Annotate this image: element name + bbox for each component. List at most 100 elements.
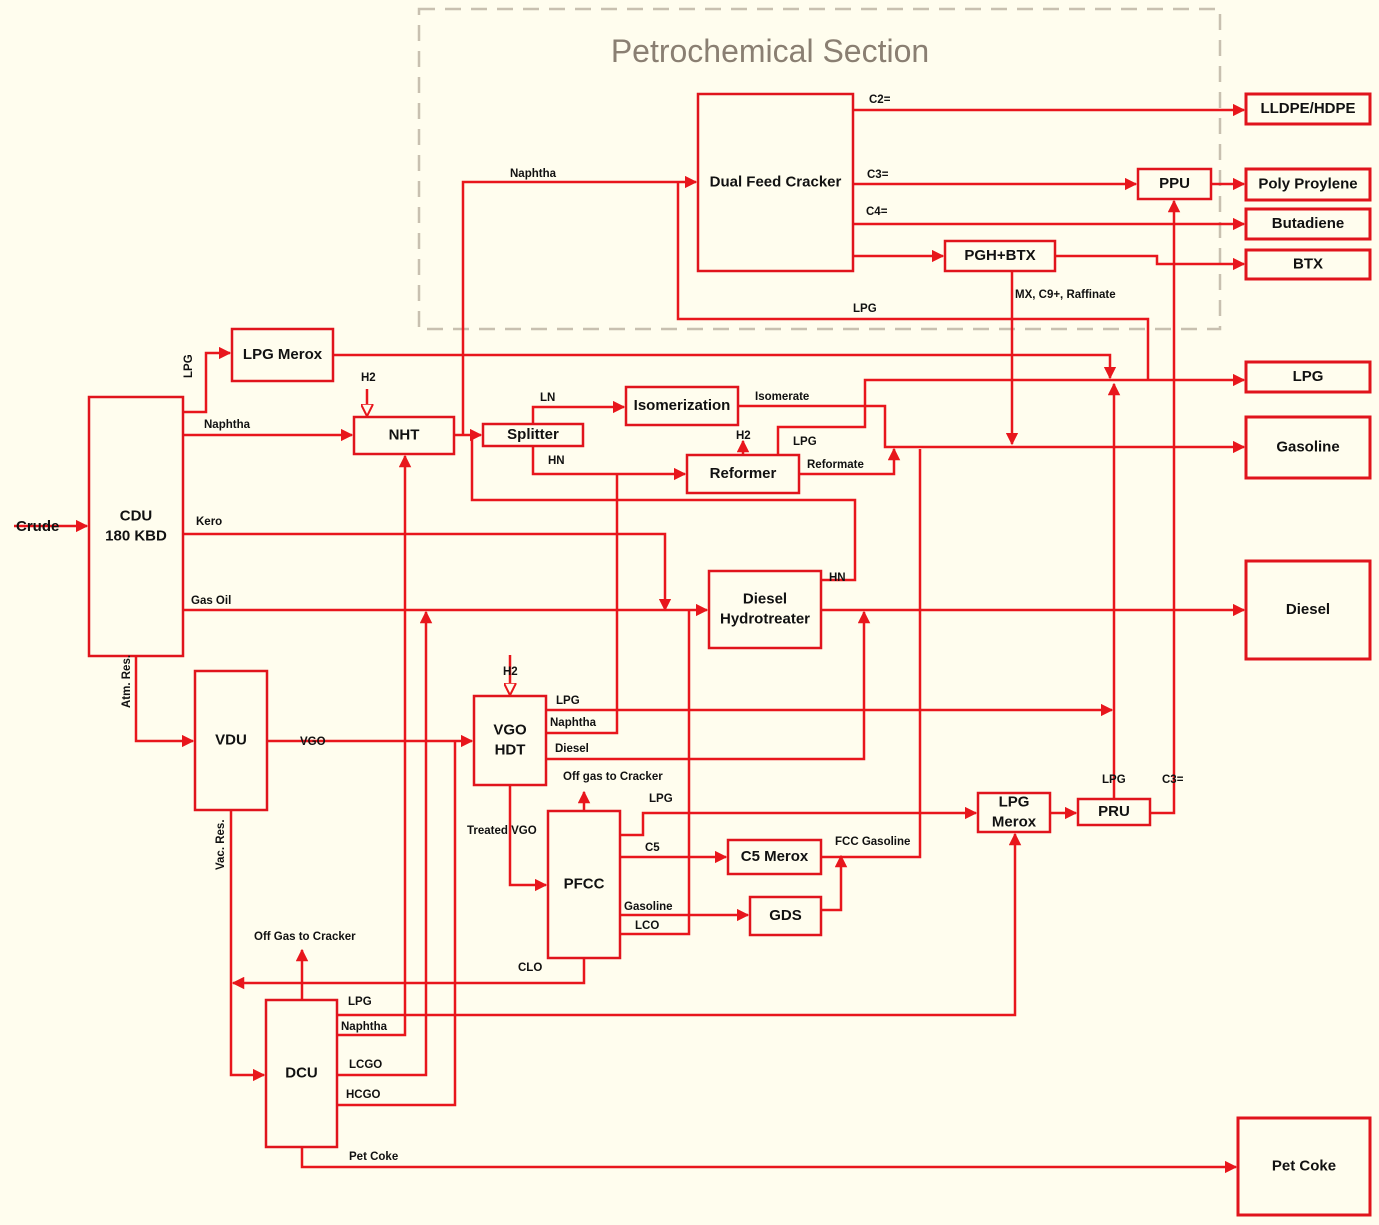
stream-label-cdu-naphtha: Naphtha [204,419,251,431]
dcu-box: DCU [264,998,339,1149]
product-pet-coke-box: Pet Coke [1236,1116,1372,1217]
flow-line [531,400,626,424]
c5-merox-label: C5 Merox [741,848,809,865]
gds-label: GDS [769,907,802,924]
pfcc-box: PFCC [546,809,622,960]
stream-label-cracker-c2: C2= [869,94,891,106]
c5-merox-rect [726,838,823,876]
stream-label-dcu-lpg: LPG [348,996,372,1008]
ppu-label: PPU [1159,175,1190,192]
c5-merox-box: C5 Merox [726,838,823,876]
product-butadiene-rect [1244,207,1372,241]
flow-line [461,175,698,435]
splitter-box: Splitter [481,422,585,448]
lpg-merox-2-rect [976,791,1052,834]
flow-line [337,832,1022,1017]
petrochemical-section-border [417,7,1222,331]
stream-label-reformer-lpg: LPG [793,436,817,448]
vgo-hdt-label: VGO [493,721,527,738]
stream-label-treated-vgo: Treated VGO [467,825,537,837]
dual-feed-cracker-rect [696,92,855,273]
stream-label-pgh-mx: MX, C9+, Raffinate [1015,289,1116,301]
stream-label-splitter-ln: LN [540,392,555,404]
product-lldpe-hdpe-rect [1244,92,1372,126]
flow-line [546,610,871,761]
flow-line [231,958,586,990]
petrochemical-section-title: Petrochemical Section [611,33,929,69]
stream-label-dcu-offgas: Off Gas to Cracker [254,931,356,943]
nht-box: NHT [352,415,456,456]
ppu-rect [1136,167,1213,201]
dual-feed-cracker-box: Dual Feed Cracker [696,92,855,273]
gds-rect [748,895,823,937]
cdu-label: 180 KBD [105,527,167,544]
product-lpg-rect [1244,360,1372,394]
lpg-merox-1-box: LPG Merox [230,327,335,383]
stream-label-cracker-c4: C4= [866,206,888,218]
lpg-merox-2-box: LPG Merox [976,791,1052,834]
splitter-rect [481,422,585,448]
stream-label-cdu-kero: Kero [196,516,222,528]
vdu-label: VDU [215,731,247,748]
product-gasoline-box: Gasoline [1244,415,1372,480]
product-butadiene-label: Butadiene [1272,215,1345,232]
diesel-ht-rect [707,569,823,650]
lpg-merox-2-label: LPG [999,793,1030,810]
flow-line [183,346,232,414]
lpg-merox-2-label: Merox [992,813,1037,830]
pgh-btx-rect [943,239,1057,273]
stream-label-cdu-lpg: LPG [183,354,195,378]
flow-line [821,854,848,912]
pfcc-rect [546,809,622,960]
stream-label-atm-res: Atm. Res. [121,655,133,708]
flow-line [738,404,1246,454]
flow-line [821,449,922,859]
stream-label-vgo-diesel: Diesel [555,743,589,755]
vdu-rect [193,669,269,812]
stream-label-vgo-lpg: LPG [556,695,580,707]
product-lpg-label: LPG [1293,368,1324,385]
stream-label-dcu-hcgo: HCGO [346,1089,381,1101]
stream-label-dht-hn: HN [829,572,846,584]
flow-line [1150,199,1181,815]
reformer-label: Reformer [710,465,777,482]
flow-line [799,447,901,476]
stream-label-vac-res: Vac. Res. [215,819,227,870]
product-btx-label: BTX [1293,255,1323,272]
stream-label-vgo-naphtha: Naphtha [550,717,597,729]
dual-feed-cracker-label: Dual Feed Cracker [710,173,842,190]
product-btx-rect [1244,248,1372,281]
cdu-label: CDU [120,507,153,524]
product-diesel-label: Diesel [1286,601,1330,618]
product-poly-propylene-label: Poly Proylene [1258,175,1357,192]
stream-label-nht-h2: H2 [361,372,376,384]
product-pet-coke-label: Pet Coke [1272,1157,1336,1174]
stream-label-pfcc-clo: CLO [518,962,542,974]
stream-label-vgo: VGO [300,736,326,748]
product-lldpe-hdpe-label: LLDPE/HDPE [1260,100,1355,117]
flow-line [676,182,1150,380]
vgo-hdt-rect [472,694,548,787]
diesel-ht-label: Hydrotreater [720,610,810,627]
flow-line [300,1147,1238,1174]
flow-line [337,741,457,1107]
isomerization-rect [624,385,740,427]
vdu-box: VDU [193,669,269,812]
product-lldpe-hdpe-box: LLDPE/HDPE [1244,92,1372,126]
reformer-rect [685,453,801,495]
flow-line [229,810,266,1082]
flow-line [337,610,433,1077]
product-poly-propylene-rect [1244,167,1372,202]
isomerization-box: Isomerization [624,385,740,427]
flow-line [183,532,672,612]
product-gasoline-label: Gasoline [1276,438,1339,455]
flow-line [1055,254,1246,271]
stream-label-pfcc-c5: C5 [645,842,660,854]
product-diesel-rect [1244,559,1372,661]
pgh-btx-box: PGH+BTX [943,239,1057,273]
